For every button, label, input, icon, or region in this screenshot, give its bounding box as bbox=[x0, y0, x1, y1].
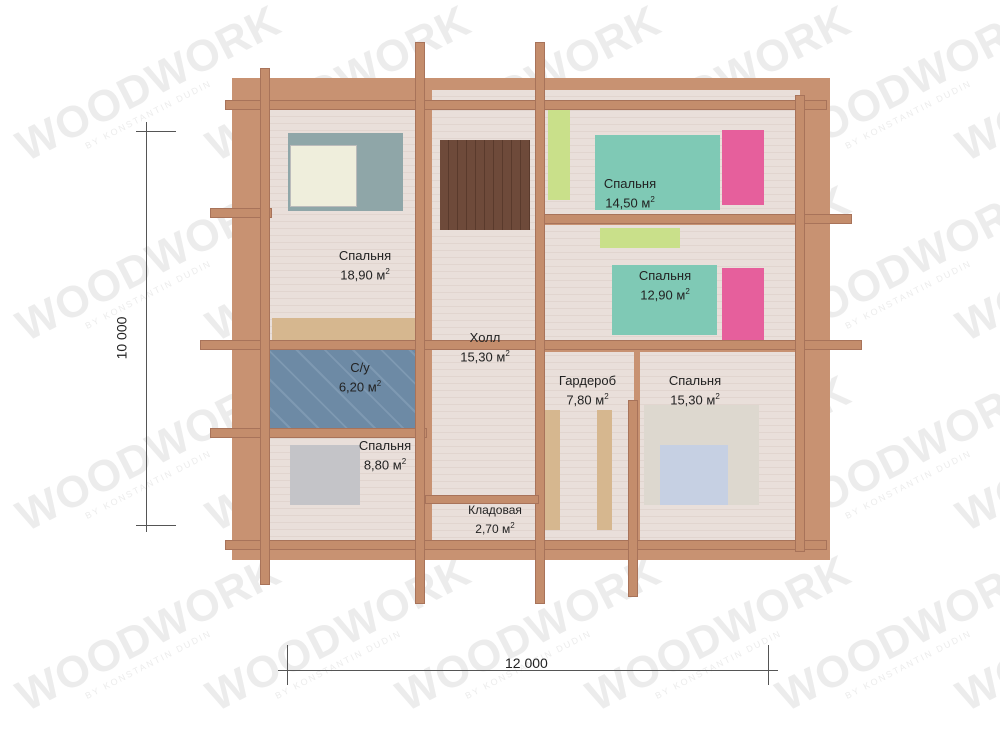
room-bathroom bbox=[265, 350, 420, 430]
dimension-line-width bbox=[278, 670, 778, 671]
wall-beam bbox=[225, 100, 827, 110]
bed bbox=[660, 445, 728, 505]
kids-rug bbox=[612, 265, 717, 335]
wall-beam bbox=[415, 42, 425, 604]
desk bbox=[600, 228, 680, 248]
wall-beam bbox=[200, 340, 862, 350]
stairs bbox=[440, 140, 530, 230]
bed bbox=[290, 145, 357, 207]
bed bbox=[722, 268, 764, 340]
wall-beam bbox=[260, 68, 270, 585]
bed bbox=[722, 130, 764, 205]
wall-beam bbox=[225, 540, 827, 550]
wardrobe-shelf bbox=[597, 410, 612, 530]
wall-beam bbox=[540, 214, 852, 224]
dimension-height-label: 10 000 bbox=[113, 316, 130, 360]
dimension-width-label: 12 000 bbox=[505, 655, 548, 671]
wall-beam bbox=[535, 42, 545, 604]
wardrobe-shelf bbox=[545, 410, 560, 530]
dimension-tick bbox=[287, 645, 288, 685]
kids-rug bbox=[595, 135, 720, 210]
dimension-tick bbox=[136, 131, 176, 132]
dimension-tick bbox=[136, 525, 176, 526]
wall-beam bbox=[210, 428, 427, 438]
dimension-tick bbox=[768, 645, 769, 685]
desk bbox=[548, 110, 570, 200]
wall-beam bbox=[628, 400, 638, 597]
wall-beam bbox=[795, 95, 805, 552]
wall-beam bbox=[210, 208, 272, 218]
bed bbox=[290, 445, 360, 505]
wall-beam bbox=[425, 495, 539, 504]
bench bbox=[272, 318, 417, 340]
dimension-line-height bbox=[146, 122, 147, 532]
room-storage bbox=[432, 502, 535, 544]
